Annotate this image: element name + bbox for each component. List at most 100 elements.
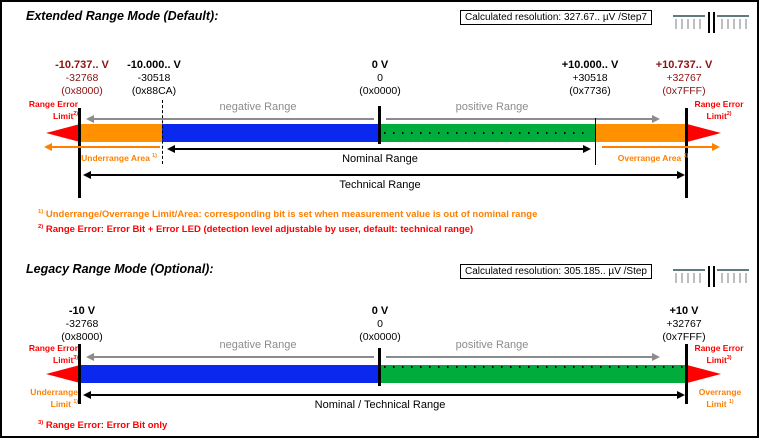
- voltage-label: 0 V: [371, 305, 389, 317]
- leg-negative-range-label: negative Range: [219, 339, 297, 351]
- ext-label-pos-limit: +10.737.. V +32767 (0x7FFF): [656, 59, 713, 97]
- voltage-label: +10.000.. V: [561, 59, 619, 71]
- ext-technical-range-arrowhead-left: [83, 171, 91, 179]
- footnote-marker: 2): [38, 224, 44, 230]
- leg-bar-overflow-tip: [687, 365, 721, 383]
- leg-tick-neg-limit: [78, 344, 81, 404]
- counts-label: +30518: [572, 72, 608, 84]
- ext-label-zero: 0 V 0 (0x0000): [359, 59, 400, 97]
- voltage-label: -10.000.. V: [127, 59, 181, 71]
- footnote-1: 1) Underrange/Overrange Limit/Area: corr…: [38, 209, 537, 220]
- leg-overrange-limit-label: Overrange Limit 1): [690, 387, 750, 409]
- ext-underrange-arrow-line: [52, 146, 160, 148]
- legacy-section-title: Legacy Range Mode (Optional):: [26, 262, 214, 276]
- underrange-text: Underrange Area: [81, 152, 150, 163]
- ext-bar-underflow-tip: [46, 124, 80, 142]
- footnote-text: Range Error: Error Bit + Error LED (dete…: [45, 224, 474, 236]
- ext-tick-pos-limit: [685, 108, 688, 198]
- ext-negative-range-arrowhead: [86, 115, 94, 123]
- footnote-ref: 1): [73, 399, 78, 405]
- hex-label: (0x7FFF): [662, 330, 706, 343]
- leg-nominal-technical-arrowhead-left: [83, 391, 91, 399]
- footnote-marker: 1): [38, 209, 44, 215]
- hex-label: (0x8000): [61, 330, 103, 343]
- leg-label-pos-limit: +10 V +32767 (0x7FFF): [662, 305, 705, 343]
- leg-label-neg-limit: -10 V -32768 (0x8000): [61, 305, 102, 343]
- ext-bar-negative-segment: [162, 124, 380, 142]
- ext-positive-range-label: positive Range: [455, 101, 529, 113]
- hex-label: (0x0000): [359, 330, 401, 343]
- voltage-label: +10 V: [669, 305, 699, 317]
- ruler-scale-icon: [673, 12, 749, 33]
- legacy-resolution-box: Calculated resolution: 305.185.. µV /Ste…: [460, 264, 652, 279]
- footnote-3: 3) Range Error: Error Bit only: [38, 420, 167, 431]
- leg-positive-range-arrowhead: [652, 353, 660, 361]
- ext-technical-range-arrowhead-right: [677, 171, 685, 179]
- footnote-2: 2) Range Error: Error Bit + Error LED (d…: [38, 224, 473, 235]
- range-error-text: Range Error Limit: [28, 99, 78, 121]
- leg-bar-underflow-tip: [46, 365, 80, 383]
- counts-label: -32768: [65, 318, 99, 330]
- leg-bar-positive-segment: [380, 365, 687, 383]
- counts-label: -30518: [137, 72, 171, 84]
- leg-positive-range-arrow-line: [386, 356, 652, 358]
- footnote-ref: 3): [73, 355, 78, 361]
- ext-negative-range-arrow-line: [94, 118, 374, 120]
- ext-range-error-limit-left: Range Error Limit2): [16, 99, 78, 121]
- leg-negative-range-arrowhead: [86, 353, 94, 361]
- ext-overrange-area-label: Overrange Area 1): [618, 151, 689, 163]
- ext-nominal-range-arrow-line: [174, 148, 584, 150]
- leg-nominal-technical-range-label: Nominal / Technical Range: [314, 399, 446, 411]
- counts-label: +32767: [666, 318, 702, 330]
- ext-nominal-range-arrowhead-right: [583, 145, 591, 153]
- voltage-label: -10 V: [68, 305, 96, 317]
- footnote-ref: 2): [73, 111, 78, 117]
- hex-label: (0x88CA): [131, 84, 177, 97]
- counts-label: +32767: [666, 72, 702, 84]
- hex-label: (0x0000): [359, 84, 401, 97]
- ext-tick-zero: [378, 106, 381, 144]
- extended-resolution-box: Calculated resolution: 327.67.. µV /Step…: [460, 10, 652, 25]
- footnote-text: Range Error: Error Bit only: [45, 420, 168, 432]
- leg-nominal-technical-arrow-line: [90, 394, 678, 396]
- hex-label: (0x8000): [61, 84, 103, 97]
- range-error-text: Range Error Limit: [694, 343, 744, 365]
- ext-bar-overrange-segment: [595, 124, 687, 142]
- leg-label-zero: 0 V 0 (0x0000): [359, 305, 400, 343]
- voltage-label: +10.737.. V: [655, 59, 713, 71]
- ext-tick-neg-limit: [78, 108, 81, 198]
- range-error-text: Range Error Limit: [28, 343, 78, 365]
- extended-section-title: Extended Range Mode (Default):: [26, 9, 219, 23]
- ext-negative-range-label: negative Range: [219, 101, 297, 113]
- ext-underrange-arrowhead: [44, 143, 52, 151]
- leg-nominal-technical-arrowhead-right: [677, 391, 685, 399]
- leg-tick-pos-limit: [685, 344, 688, 404]
- ext-overrange-arrow-line: [602, 146, 712, 148]
- ext-technical-range-arrow-line: [90, 174, 678, 176]
- ext-technical-range-label: Technical Range: [339, 179, 421, 191]
- overrange-text: Overrange Limit: [698, 387, 742, 409]
- leg-underrange-limit-label: Underrange Limit 1): [14, 387, 78, 409]
- hex-label: (0x7FFF): [662, 84, 706, 97]
- ext-bar-underrange-segment: [80, 124, 162, 142]
- ext-positive-range-arrowhead: [652, 115, 660, 123]
- footnote-ref: 1): [152, 153, 157, 159]
- ext-underrange-area-label: Underrange Area 1): [81, 151, 157, 163]
- range-error-text: Range Error Limit: [694, 99, 744, 121]
- ext-nominal-range-arrowhead-left: [167, 145, 175, 153]
- hex-label: (0x7736): [569, 84, 611, 97]
- voltage-label: 0 V: [371, 59, 389, 71]
- underrange-text: Underrange Limit: [30, 387, 78, 409]
- ext-overrange-arrowhead: [712, 143, 720, 151]
- footnote-text: Underrange/Overrange Limit/Area: corresp…: [45, 209, 538, 221]
- ext-tick-neg-nominal: [162, 100, 163, 164]
- footnote-marker: 3): [38, 420, 44, 426]
- leg-range-error-limit-right: Range Error Limit3): [688, 343, 750, 365]
- leg-positive-range-label: positive Range: [455, 339, 529, 351]
- ext-bar-overflow-tip: [687, 124, 721, 142]
- voltage-label: -10.737.. V: [55, 59, 109, 71]
- ext-resolution-steps-dots: [384, 132, 591, 134]
- leg-resolution-steps-dots: [384, 366, 684, 368]
- counts-label: -32768: [65, 72, 99, 84]
